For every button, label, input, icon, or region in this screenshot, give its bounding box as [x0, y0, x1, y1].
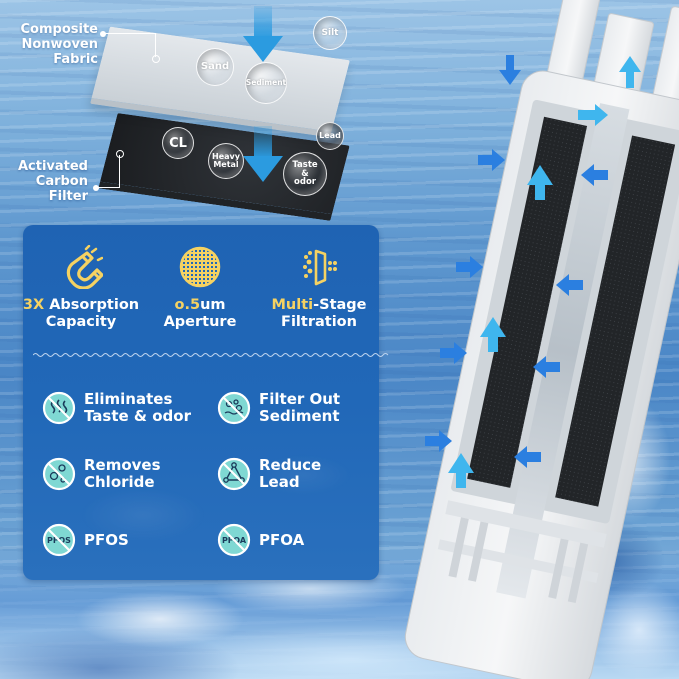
- fabric-callout-label: Composite Nonwoven Fabric: [20, 22, 98, 67]
- down-arrow-icon: [243, 126, 283, 182]
- carbon-callout-label: Activated Carbon Filter: [17, 159, 88, 204]
- callout-ring: [116, 150, 124, 158]
- cartridge-body: [404, 0, 679, 679]
- callout-dot: [100, 31, 106, 37]
- aperture-feature: o.5um Aperture: [140, 245, 260, 331]
- absorption-capacity-feature: 3X Absorption Capacity: [21, 245, 141, 331]
- features-panel: 3X Absorption Capacity o.5um Aperture: [21, 225, 389, 580]
- magnet-icon: [66, 245, 103, 289]
- chlorine-bubble: CL: [162, 127, 194, 159]
- no-lead-icon: [217, 457, 251, 491]
- no-pfoa-icon: PFOA: [217, 523, 251, 557]
- multi-stage-filter-icon: [303, 249, 337, 286]
- wavy-divider: [33, 353, 389, 357]
- callout-ring: [152, 55, 160, 63]
- callout-line: [104, 33, 156, 57]
- sediment-bubble: Sediment: [245, 62, 287, 104]
- callout-dot: [93, 185, 99, 191]
- sand-bubble: Sand: [196, 48, 234, 86]
- lead-bubble: Lead: [316, 122, 344, 150]
- no-odor-icon: [42, 391, 76, 425]
- feature-pfos: PFOS PFOS: [42, 523, 129, 557]
- flow-arrows: [425, 55, 641, 488]
- taste-odor-bubble: Taste&odor: [283, 152, 327, 196]
- feature-pfoa: PFOA PFOA: [217, 523, 304, 557]
- no-sediment-icon: [217, 391, 251, 425]
- down-arrow-icon: [243, 6, 283, 62]
- multi-stage-feature: Multi-Stage Filtration: [259, 245, 379, 331]
- no-pfos-icon: PFOS: [42, 523, 76, 557]
- silt-bubble: Silt: [313, 16, 347, 50]
- no-chloride-icon: [42, 457, 76, 491]
- mesh-circle-icon: [179, 246, 221, 288]
- filter-cartridge-cutaway: [404, 0, 679, 679]
- callout-line: [97, 155, 120, 188]
